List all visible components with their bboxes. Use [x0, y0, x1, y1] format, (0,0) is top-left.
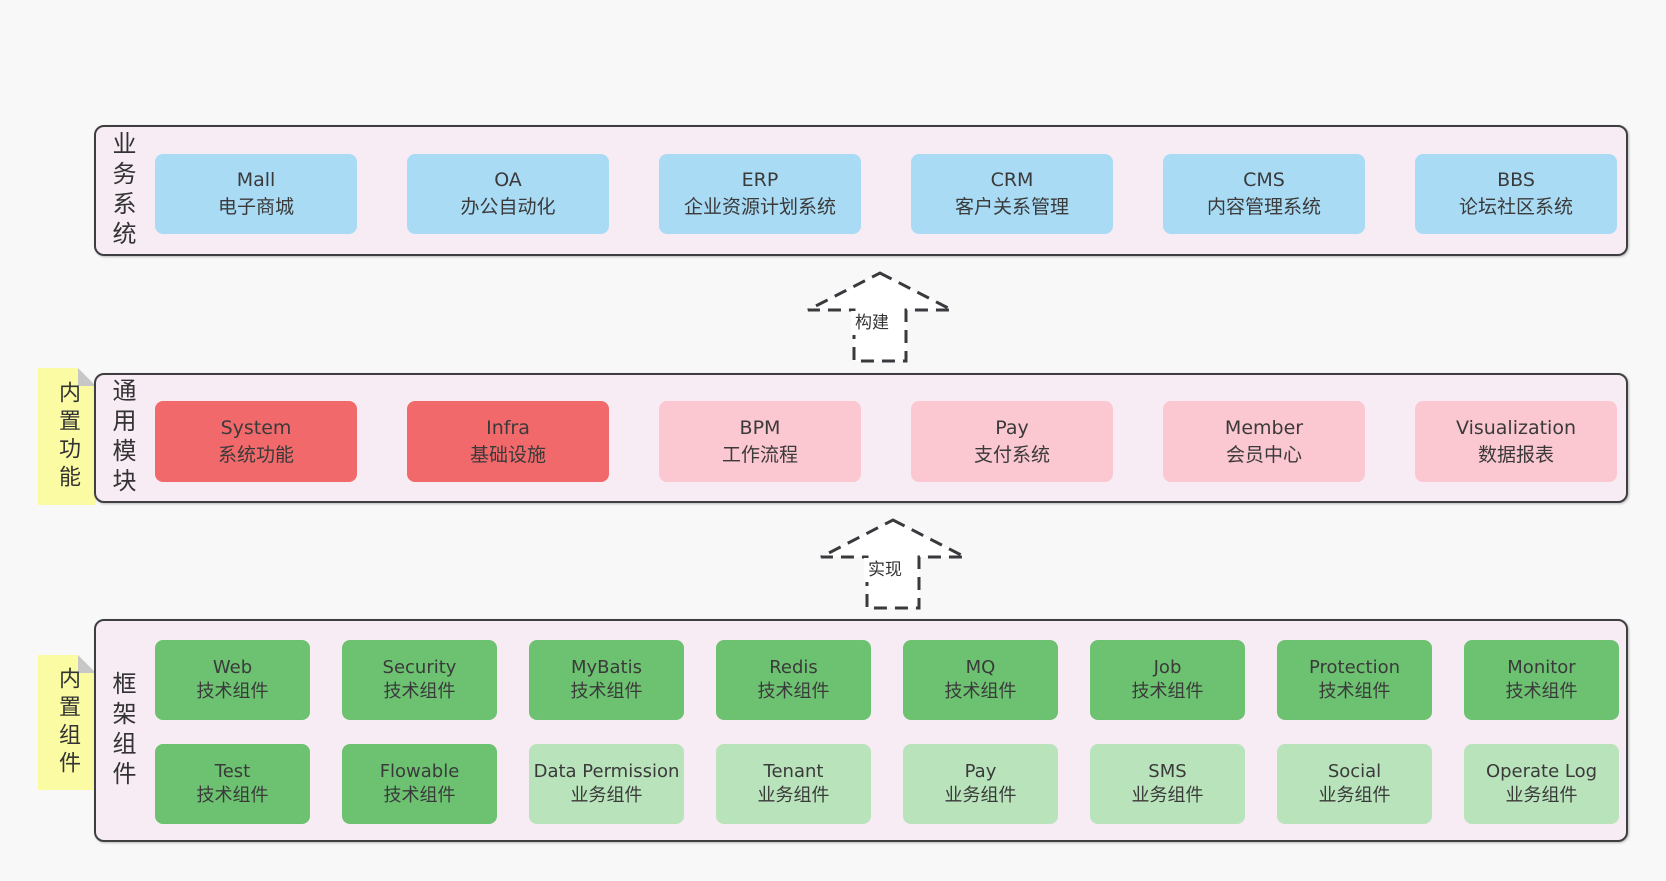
box-title: Protection	[1308, 657, 1401, 678]
box-title: Data Permission	[533, 761, 680, 782]
box-subtitle: 电子商城	[217, 196, 294, 218]
box-title: ERP	[741, 169, 779, 191]
box-subtitle: 会员中心	[1225, 443, 1302, 466]
box-subtitle: 企业资源计划系统	[683, 196, 836, 218]
box-subtitle: 技术组件	[1131, 681, 1204, 702]
box-title: Pay	[995, 416, 1029, 439]
box-monitor: Monitor 技术组件	[1464, 640, 1619, 720]
box-oa: OA 办公自动化	[407, 154, 609, 234]
box-test: Test 技术组件	[155, 744, 310, 824]
box-system: System 系统功能	[155, 401, 357, 482]
box-subtitle: 技术组件	[196, 681, 269, 702]
box-subtitle: 业务组件	[757, 785, 830, 806]
box-title: BBS	[1497, 169, 1535, 191]
box-title: Web	[212, 657, 253, 678]
sticky-note-builtin-features-label: 内置功能	[55, 380, 80, 493]
box-title: Job	[1153, 657, 1182, 678]
box-subtitle: 技术组件	[1505, 681, 1578, 702]
box-crm: CRM 客户关系管理	[911, 154, 1113, 234]
box-title: MyBatis	[571, 657, 642, 678]
box-title: Social	[1327, 761, 1382, 782]
box-job: Job 技术组件	[1090, 640, 1245, 720]
section-business-boxes: Mall 电子商城 OA 办公自动化 ERP 企业资源计划系统 CRM 客户关系管理 CMS 内容…	[96, 127, 1626, 254]
box-social: Social 业务组件	[1277, 744, 1432, 824]
box-operate-log: Operate Log 业务组件	[1464, 744, 1619, 824]
box-subtitle: 技术组件	[570, 681, 643, 702]
box-tenant: Tenant 业务组件	[716, 744, 871, 824]
box-title: CRM	[990, 169, 1034, 191]
box-title: Test	[214, 761, 251, 782]
box-title: Mall	[236, 169, 276, 191]
arrow-label-implement: 实现	[864, 558, 906, 583]
sticky-note-builtin-components-label: 内置组件	[55, 666, 80, 779]
box-title: Tenant	[763, 761, 824, 782]
box-title: CMS	[1243, 169, 1285, 191]
box-subtitle: 技术组件	[944, 681, 1017, 702]
box-mybatis: MyBatis 技术组件	[529, 640, 684, 720]
box-subtitle: 技术组件	[383, 785, 456, 806]
sticky-note-builtin-components: 内置组件	[38, 655, 96, 790]
box-member: Member 会员中心	[1163, 401, 1365, 482]
section-business-systems: 业务系统 Mall 电子商城 OA 办公自动化 ERP 企业资源计划系统 CRM 客户关系管理…	[94, 125, 1628, 256]
box-subtitle: 支付系统	[973, 443, 1050, 466]
box-subtitle: 客户关系管理	[954, 196, 1069, 218]
box-subtitle: 基础设施	[469, 443, 546, 466]
box-subtitle: 业务组件	[944, 785, 1017, 806]
box-title: OA	[494, 169, 522, 191]
box-subtitle: 工作流程	[721, 443, 798, 466]
box-subtitle: 技术组件	[196, 785, 269, 806]
box-subtitle: 业务组件	[1505, 785, 1578, 806]
box-title: System	[220, 416, 292, 439]
box-subtitle: 业务组件	[1131, 785, 1204, 806]
box-infra: Infra 基础设施	[407, 401, 609, 482]
box-flowable: Flowable 技术组件	[342, 744, 497, 824]
box-title: Flowable	[379, 761, 460, 782]
box-pay: Pay 支付系统	[911, 401, 1113, 482]
box-subtitle: 业务组件	[1318, 785, 1391, 806]
box-subtitle: 系统功能	[217, 443, 294, 466]
box-erp: ERP 企业资源计划系统	[659, 154, 861, 234]
box-mall: Mall 电子商城	[155, 154, 357, 234]
box-title: Member	[1224, 416, 1304, 439]
box-bbs: BBS 论坛社区系统	[1415, 154, 1617, 234]
box-web: Web 技术组件	[155, 640, 310, 720]
box-title: Visualization	[1455, 416, 1576, 439]
box-subtitle: 数据报表	[1477, 443, 1554, 466]
box-sms: SMS 业务组件	[1090, 744, 1245, 824]
box-redis: Redis 技术组件	[716, 640, 871, 720]
section-modules-label: 通用模块	[108, 378, 136, 498]
section-business-label: 业务系统	[108, 130, 136, 251]
section-components-label: 框架组件	[108, 670, 136, 791]
arrow-label-build: 构建	[851, 311, 893, 336]
box-subtitle: 办公自动化	[460, 196, 556, 218]
box-bpm: BPM 工作流程	[659, 401, 861, 482]
box-data-permission: Data Permission 业务组件	[529, 744, 684, 824]
box-subtitle: 技术组件	[757, 681, 830, 702]
box-title: SMS	[1148, 761, 1187, 782]
box-title: Redis	[769, 657, 818, 678]
box-title: Operate Log	[1485, 761, 1598, 782]
box-subtitle: 业务组件	[570, 785, 643, 806]
box-security: Security 技术组件	[342, 640, 497, 720]
box-subtitle: 技术组件	[383, 681, 456, 702]
box-title: Monitor	[1507, 657, 1576, 678]
box-protection: Protection 技术组件	[1277, 640, 1432, 720]
section-modules-boxes: System 系统功能 Infra 基础设施 BPM 工作流程 Pay 支付系统 Member 会…	[96, 375, 1626, 501]
box-title: Infra	[486, 416, 530, 439]
box-mq: MQ 技术组件	[903, 640, 1058, 720]
box-visualization: Visualization 数据报表	[1415, 401, 1617, 482]
box-title: MQ	[965, 657, 996, 678]
box-title: Security	[382, 657, 457, 678]
box-cms: CMS 内容管理系统	[1163, 154, 1365, 234]
box-title: BPM	[739, 416, 781, 439]
box-subtitle: 论坛社区系统	[1458, 196, 1573, 218]
sticky-note-builtin-features: 内置功能	[38, 368, 96, 505]
box-subtitle: 技术组件	[1318, 681, 1391, 702]
box-pay: Pay 业务组件	[903, 744, 1058, 824]
box-subtitle: 内容管理系统	[1206, 196, 1321, 218]
section-common-modules: 通用模块 System 系统功能 Infra 基础设施 BPM 工作流程 Pay 支付系统 Me…	[94, 373, 1628, 503]
box-title: Pay	[964, 761, 997, 782]
